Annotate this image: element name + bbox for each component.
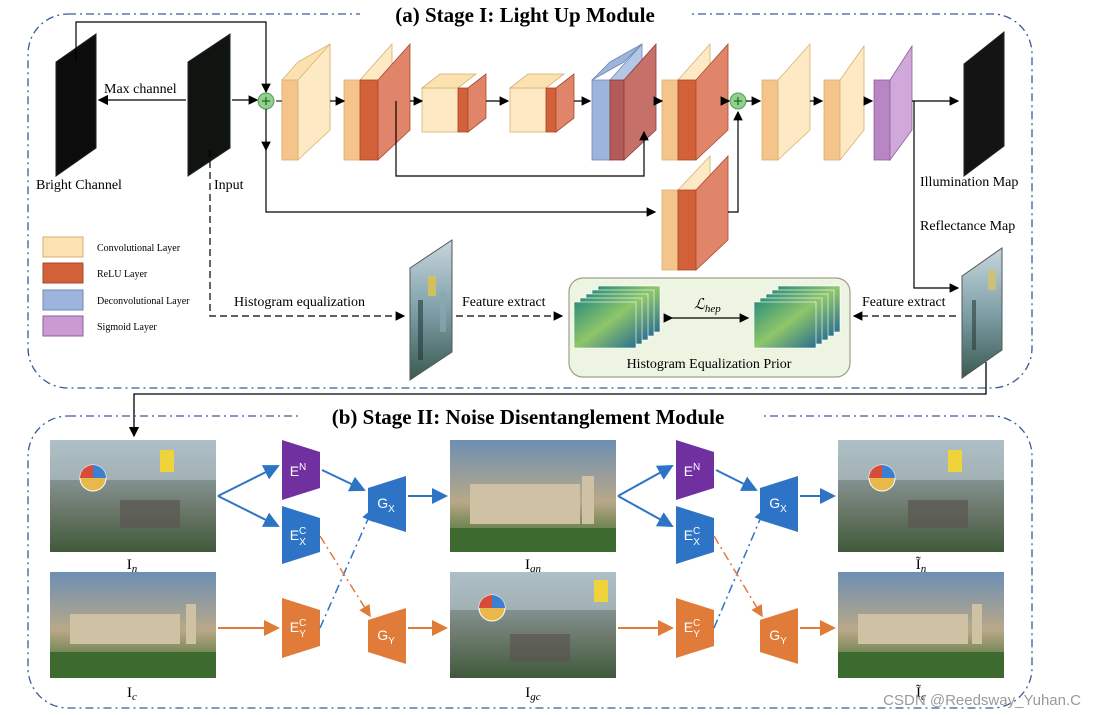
- feature-stack-left: [573, 285, 661, 349]
- svg-text:ECY: ECY: [684, 618, 701, 640]
- conv-relu-block-2: [343, 42, 411, 161]
- generator-y-left: GY: [368, 608, 406, 664]
- image-i-c: [50, 572, 216, 678]
- legend-label-relu: ReLU Layer: [97, 269, 148, 280]
- hep-prior-label: Histogram Equalization Prior: [627, 357, 792, 372]
- block7-to-adder: [728, 110, 743, 213]
- generator-y-right: GY: [760, 608, 798, 664]
- illumination-map-image: [963, 30, 1005, 177]
- image-i-n: [50, 440, 216, 552]
- label-i-gn: Ign: [525, 557, 542, 575]
- conv-relu-block-4: [508, 73, 575, 133]
- svg-text:EN: EN: [684, 462, 701, 479]
- max-channel-label: Max channel: [104, 82, 177, 97]
- label-i-gc: Igc: [525, 685, 541, 703]
- input-label: Input: [214, 178, 244, 193]
- feature-extract-right-label: Feature extract: [862, 295, 946, 310]
- svg-text:ECX: ECX: [290, 526, 307, 548]
- histogram-equalized-image: [409, 239, 453, 381]
- sigmoid-block: [873, 44, 913, 162]
- bright-skip-line: [75, 21, 271, 94]
- legend-label-sigmoid: Sigmoid Layer: [97, 322, 157, 333]
- conv-block-9: [823, 44, 865, 162]
- image-i-c-tilde: [838, 572, 1004, 678]
- illumination-map-label: Illumination Map: [920, 175, 1018, 190]
- legend-swatch-conv: [42, 236, 84, 258]
- adder-2: [729, 92, 747, 110]
- reflectance-map-image: [961, 247, 1003, 379]
- legend-swatch-relu: [42, 262, 84, 284]
- svg-text:GX: GX: [769, 495, 787, 515]
- to-reflectance-line: [913, 101, 960, 293]
- histogram-equalization-path: [209, 150, 406, 321]
- reflectance-map-label: Reflectance Map: [920, 219, 1015, 234]
- conv-relu-block-3: [420, 73, 487, 133]
- label-i-c-tilde: Ĩc: [916, 685, 926, 703]
- image-i-gc: [450, 572, 616, 678]
- label-i-n: In: [127, 557, 138, 575]
- image-i-gn: [450, 440, 616, 552]
- feature-extract-left-label: Feature extract: [462, 295, 546, 310]
- legend-swatch-sigmoid: [42, 315, 84, 337]
- generator-x-right: GX: [760, 476, 798, 532]
- legend: Convolutional Layer ReLU Layer Deconvolu…: [42, 236, 190, 337]
- svg-text:GX: GX: [377, 495, 395, 515]
- feature-stack-right: [753, 285, 841, 349]
- stage-connector: [128, 362, 987, 438]
- svg-text:GY: GY: [377, 627, 395, 647]
- label-i-n-tilde: Ĩn: [916, 557, 927, 575]
- stage1-frame: [27, 13, 1033, 389]
- conv-relu-block-6: [661, 42, 729, 161]
- stage2-title: (b) Stage II: Noise Disentanglement Modu…: [332, 405, 725, 429]
- input-image: [187, 33, 231, 177]
- bright-channel-label: Bright Channel: [36, 178, 122, 193]
- conv-relu-block-7: [661, 154, 729, 271]
- image-i-n-tilde: [838, 440, 1004, 552]
- legend-label-deconv: Deconvolutional Layer: [97, 296, 190, 307]
- svg-text:ECY: ECY: [290, 618, 307, 640]
- bright-channel-image: [55, 33, 97, 177]
- svg-text:EN: EN: [290, 462, 307, 479]
- conv-block-8: [761, 42, 811, 161]
- adder-1: [257, 92, 275, 110]
- stage1-title: (a) Stage I: Light Up Module: [395, 3, 655, 27]
- label-i-c: Ic: [127, 685, 137, 703]
- generator-x-left: GX: [368, 476, 406, 532]
- hep-loss-label: ℒhep: [694, 297, 721, 315]
- deconv-relu-block-5: [591, 42, 657, 161]
- skip-line-2-5: [395, 101, 649, 177]
- conv-block-1: [281, 42, 331, 161]
- encoder-noise-left: EN: [282, 440, 320, 500]
- svg-text:GY: GY: [769, 627, 787, 647]
- legend-swatch-deconv: [42, 289, 84, 311]
- svg-text:ECX: ECX: [684, 526, 701, 548]
- watermark: CSDN @Reedsway_Yuhan.C: [883, 692, 1081, 709]
- legend-label-conv: Convolutional Layer: [97, 243, 181, 254]
- histogram-equalization-label: Histogram equalization: [234, 295, 365, 310]
- encoder-noise-right: EN: [676, 440, 714, 500]
